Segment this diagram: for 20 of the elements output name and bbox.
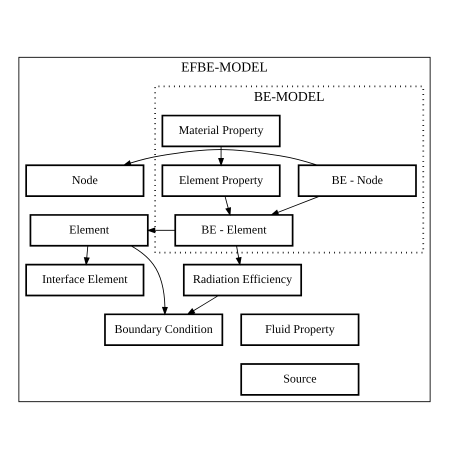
node-box: Interface Element bbox=[25, 263, 144, 296]
arrow bbox=[270, 195, 320, 215]
node-box: Source bbox=[240, 362, 360, 396]
node-box: BE - Element bbox=[174, 214, 294, 246]
arrow bbox=[84, 244, 90, 266]
node-box: Boundary Condition bbox=[104, 312, 224, 346]
node-box: Radiation Efficiency bbox=[182, 263, 302, 296]
node-box: Fluid Property bbox=[240, 312, 360, 346]
arrow bbox=[218, 146, 224, 166]
arrow bbox=[130, 244, 168, 316]
arrow bbox=[186, 294, 219, 314]
node-box: Element bbox=[30, 214, 149, 246]
arrow bbox=[236, 244, 242, 266]
arrow bbox=[146, 226, 176, 233]
node-box: BE - Node bbox=[298, 164, 417, 196]
arrow bbox=[224, 195, 232, 216]
node-box: Material Property bbox=[162, 114, 281, 147]
node-box: Node bbox=[25, 164, 144, 196]
arrow bbox=[122, 148, 318, 166]
node-box: Element Property bbox=[162, 164, 281, 196]
